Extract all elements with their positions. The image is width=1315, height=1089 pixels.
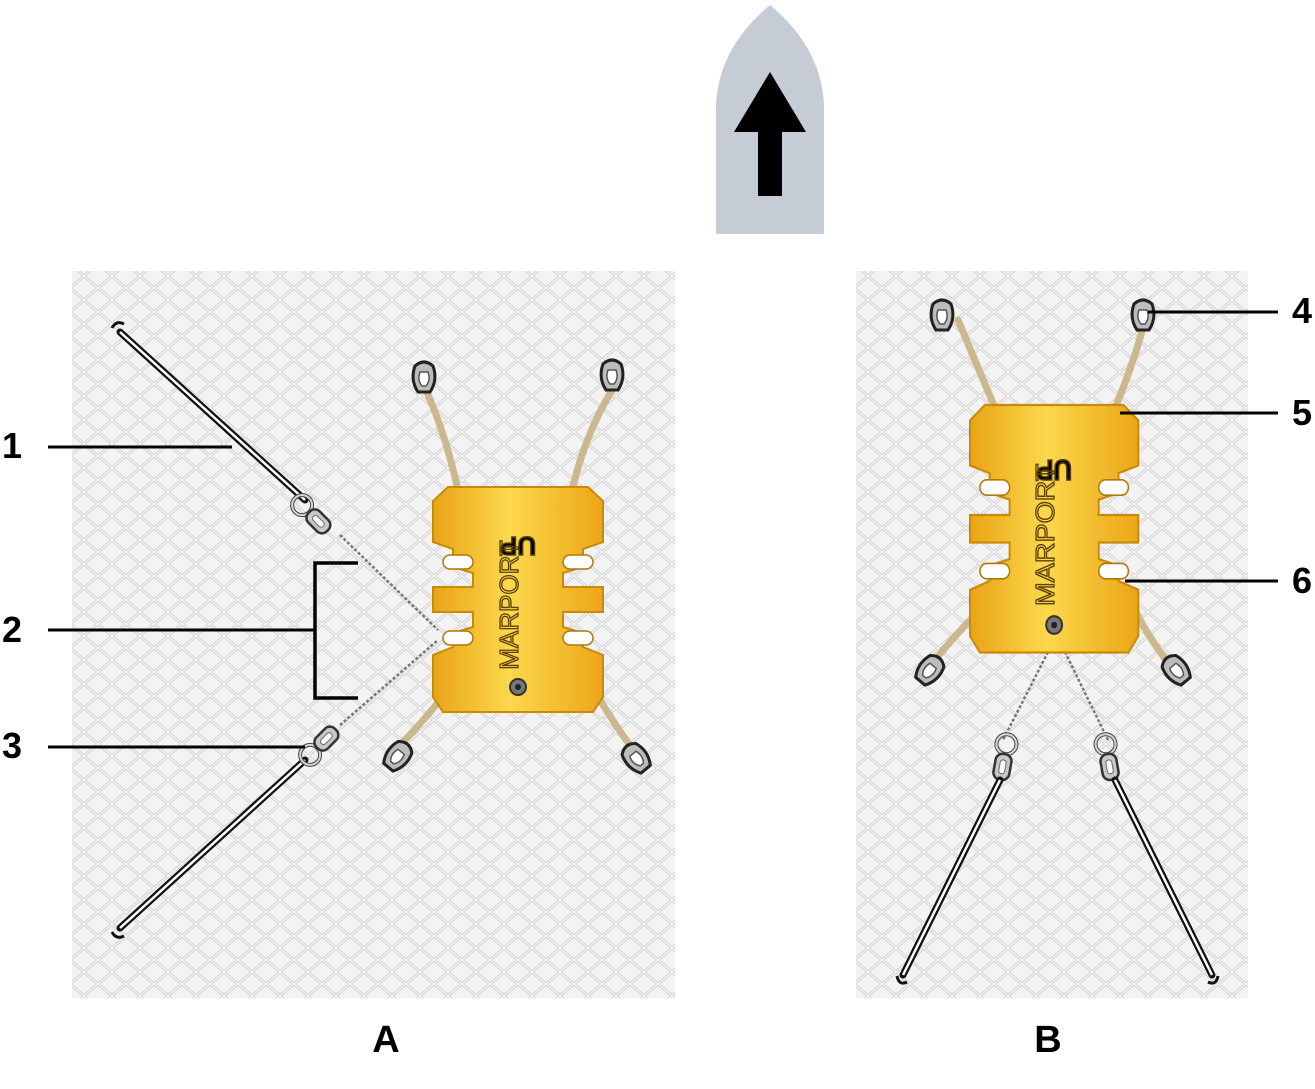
panel-label-a: A (372, 1019, 399, 1061)
sensor-up-text: UP (1036, 454, 1072, 487)
callout-3: 3 (2, 725, 22, 766)
panel-a: UP MARPORT 1 2 3 A (2, 271, 675, 1061)
sensor-brand-text: MARPORT (494, 540, 524, 670)
carabiner-icon (599, 358, 625, 392)
rope-upper-a (110, 321, 309, 504)
hook-icon (895, 975, 908, 985)
callout-6: 6 (1292, 560, 1312, 601)
boat-icon (716, 5, 824, 234)
callout-2: 2 (2, 609, 22, 650)
hook-icon (110, 321, 125, 329)
panel-b: UP MARPORT 4 5 6 B (856, 271, 1312, 1061)
carabiner-icon (929, 298, 955, 332)
sensor-up-text: UP (500, 531, 536, 561)
sensor-icon: UP MARPORT (968, 403, 1140, 654)
rope-left-b (895, 776, 1004, 985)
callout-1: 1 (2, 425, 22, 466)
carabiner-icon (1130, 298, 1156, 332)
sensor-brand-text: MARPORT (1030, 464, 1059, 606)
rope-right-b (1111, 776, 1220, 985)
direction-arrow-icon (734, 72, 806, 196)
callout-4: 4 (1292, 290, 1312, 331)
carabiner-icon (411, 360, 437, 394)
hook-icon (1207, 975, 1220, 985)
panel-label-b: B (1034, 1019, 1061, 1061)
sensor-icon: UP MARPORT (432, 486, 604, 713)
hook-icon (110, 931, 125, 939)
callout-5: 5 (1292, 392, 1312, 433)
rope-lower-a (110, 756, 309, 939)
